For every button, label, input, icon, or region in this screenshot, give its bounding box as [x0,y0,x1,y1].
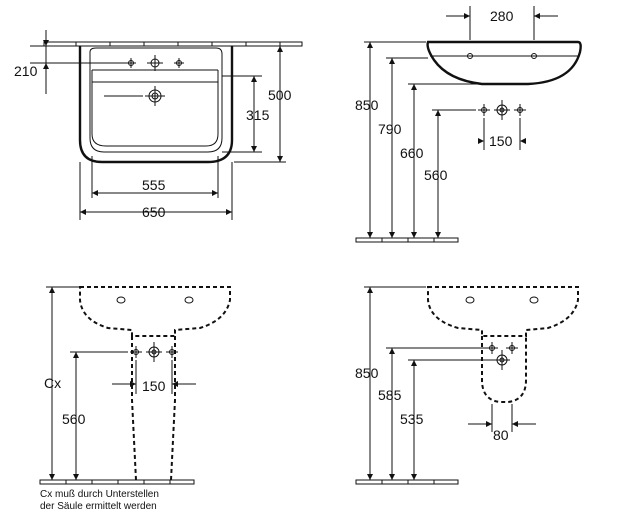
basin-bowl [91,81,219,147]
supply-connections [486,342,518,370]
dim-660: 660 [400,145,424,161]
dim-560: 560 [424,167,448,183]
pedestal-outline [131,336,176,481]
dim-cx: Cx [44,375,61,391]
dim-280: 280 [490,8,514,24]
basin-rim [89,47,223,153]
basin-front-outline [427,286,579,337]
dim-150-lower: 150 [142,378,166,394]
dim-315: 315 [246,107,270,123]
dim-850: 850 [355,97,379,113]
dim-555: 555 [142,177,166,193]
basin-front-outline [79,286,231,337]
wall-hatch [43,41,303,47]
dim-650: 650 [142,204,166,220]
dim-150-upper: 150 [489,133,513,149]
semi-pedestal-outline [481,336,527,403]
floor [355,237,459,243]
note-line-2: der Säule ermittelt werden [40,501,157,512]
side-view-wall-mounted: 280 850 790 660 [355,6,582,243]
supply-connections [130,342,178,362]
dim-535: 535 [400,411,424,427]
dim-790: 790 [378,121,402,137]
drain-icon [104,86,165,106]
dim-585: 585 [378,387,402,403]
basin-side-profile [426,40,582,86]
front-view-pedestal: Cx 560 150 Cx muß durch Unterstellen der… [39,286,231,512]
note-line-1: Cx muß durch Unterstellen [40,489,159,500]
dim-850-lower: 850 [355,365,379,381]
dim-210: 210 [14,63,38,79]
dim-500: 500 [268,87,292,103]
dim-80: 80 [493,427,509,443]
side-view-semi-pedestal: 850 585 535 80 [355,286,579,485]
supply-connections [478,100,526,120]
tap-holes [126,55,184,71]
dim-560-pedestal: 560 [62,411,86,427]
floor [355,479,459,485]
basin-outline [78,46,234,164]
floor [39,479,195,485]
top-plan-view: 210 500 315 555 650 [14,30,303,220]
